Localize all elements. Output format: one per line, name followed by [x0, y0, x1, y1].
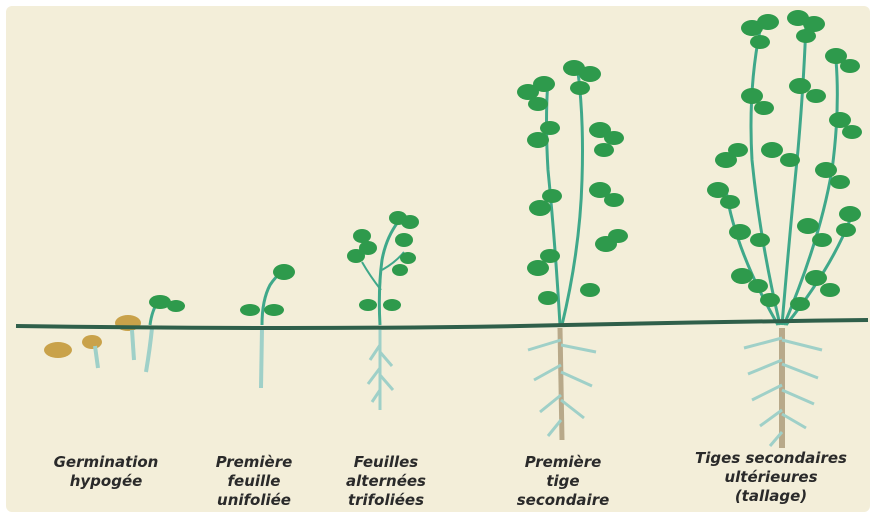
stage-label-line: tige	[546, 472, 580, 490]
root-system-secondary	[527, 327, 597, 441]
leaf-cluster	[517, 60, 628, 305]
stage-label-line: ultérieures	[724, 468, 818, 486]
unifoliate-leaf	[273, 264, 295, 280]
plant-later-secondary-stems	[707, 10, 862, 448]
cotyledon-leaf	[359, 299, 377, 311]
root-first-leaf	[259, 327, 264, 389]
stage-label-line: feuille	[227, 472, 281, 490]
seed-1	[44, 342, 72, 358]
radicle-2	[130, 329, 136, 361]
tiller-stem	[780, 21, 808, 326]
plant-alternate-leaves	[347, 211, 419, 410]
stage-label-germination: Germination hypogée	[21, 453, 191, 491]
secondary-stem	[560, 71, 584, 326]
stem-alternate-leaves	[377, 221, 400, 326]
stage-label-line: (tallage)	[734, 487, 808, 505]
stage-label-line: hypogée	[69, 472, 143, 490]
cotyledon-leaf	[264, 304, 284, 316]
main-stem	[545, 79, 562, 326]
stage-label-line: secondaire	[516, 491, 610, 509]
leaf-cluster	[707, 10, 862, 311]
stage-label-line: Germination	[53, 453, 159, 471]
trifoliate-leaf	[389, 211, 419, 247]
trifoliate-leaf	[347, 229, 377, 263]
stage-label-line: unifoliée	[217, 491, 291, 509]
plant-first-leaf	[240, 264, 295, 389]
plant-first-secondary-stem	[517, 60, 628, 441]
stage-label-first-secondary-stem: Première tige secondaire	[478, 453, 648, 510]
stage-label-line: trifoliées	[347, 491, 425, 509]
cotyledon-leaf	[383, 299, 401, 311]
stage-label-line: Tiges secondaires	[695, 449, 847, 467]
stage-label-later-secondary-stems: Tiges secondaires ultérieures (tallage)	[686, 449, 856, 506]
cotyledon-leaf	[167, 300, 185, 312]
soil-line	[15, 318, 869, 330]
seed-2	[82, 335, 102, 349]
petiole	[361, 261, 382, 291]
cotyledon-leaf	[240, 304, 260, 316]
trifoliate-leaf	[392, 252, 416, 276]
root-germination	[144, 327, 154, 373]
stage-label-line: alternées	[346, 472, 426, 490]
root-system-tillering	[743, 328, 823, 448]
radicle-1	[93, 345, 100, 369]
stage-label-line: Feuilles	[353, 453, 419, 471]
stage-label-line: Première	[524, 453, 602, 471]
root-system-alternate	[366, 328, 395, 410]
stage-label-alternate-leaves: Feuilles alternées trifoliées	[301, 453, 471, 510]
stage-label-line: Première	[215, 453, 293, 471]
tiller-stem	[749, 29, 782, 326]
stage-label-first-leaf: Première feuille unifoliée	[169, 453, 339, 510]
paper-background	[6, 6, 870, 512]
cotyledon-leaf	[149, 295, 171, 309]
